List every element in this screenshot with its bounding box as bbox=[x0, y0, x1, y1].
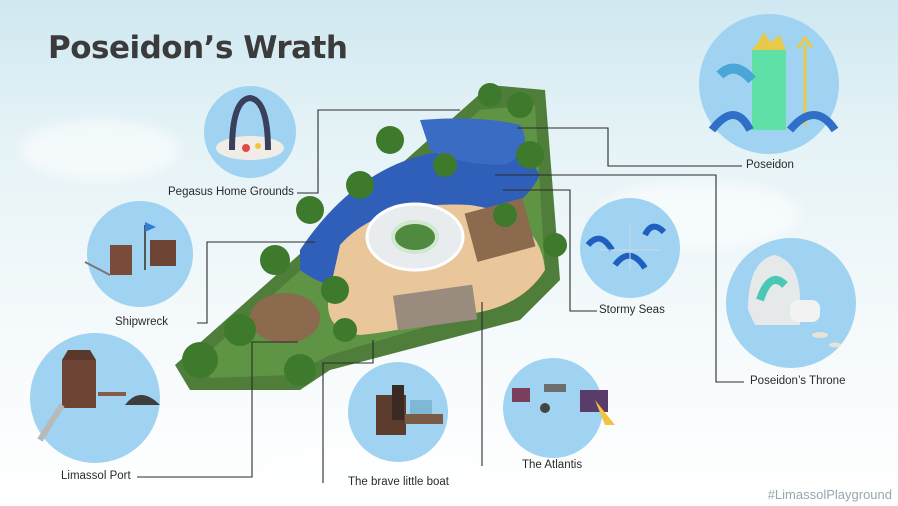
atlantis-icon bbox=[512, 384, 615, 425]
page-title: Poseidon’s Wrath bbox=[48, 30, 348, 66]
label-limassol-port: Limassol Port bbox=[61, 470, 131, 482]
play-surface bbox=[464, 198, 536, 262]
stormy-seas-icon bbox=[585, 223, 667, 270]
play-surface bbox=[250, 293, 320, 343]
central-ring-inner bbox=[391, 220, 439, 254]
shipwreck-icon bbox=[84, 222, 176, 276]
label-shipwreck: Shipwreck bbox=[115, 316, 169, 328]
label-pegasus-home-grounds: Pegasus Home Grounds bbox=[168, 186, 294, 198]
play-surface bbox=[393, 284, 478, 331]
pegasus-arch-icon bbox=[216, 94, 284, 160]
throne-icon bbox=[748, 255, 841, 348]
boat-icon bbox=[376, 385, 443, 435]
leader-lines bbox=[137, 109, 744, 483]
label-the-atlantis: The Atlantis bbox=[522, 459, 583, 471]
cloud bbox=[20, 120, 180, 180]
poseidon-statue-icon bbox=[708, 32, 839, 133]
hashtag: #LimassolPlayground bbox=[767, 487, 892, 502]
trees bbox=[182, 83, 567, 386]
limassol-port-icon bbox=[37, 350, 160, 442]
label-brave-little-boat: The brave little boat bbox=[348, 476, 450, 488]
label-poseidons-throne: Poseidon’s Throne bbox=[750, 375, 846, 387]
label-poseidon: Poseidon bbox=[746, 159, 794, 171]
label-stormy-seas: Stormy Seas bbox=[599, 304, 665, 316]
